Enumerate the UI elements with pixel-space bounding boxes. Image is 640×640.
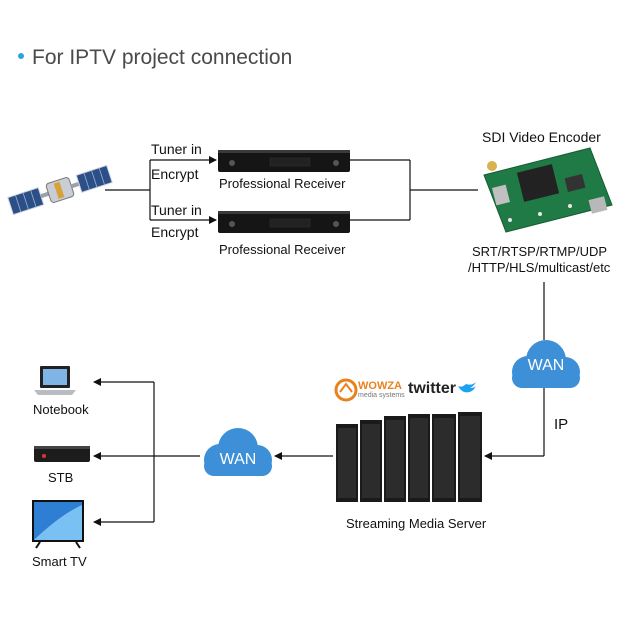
tuner-bottom-line2: Encrypt <box>151 224 199 240</box>
encoder-board-icon <box>483 147 613 233</box>
wan-cloud-left <box>204 428 272 476</box>
encoder-label: SDI Video Encoder <box>482 129 601 145</box>
receiver-top-label: Professional Receiver <box>219 176 346 191</box>
notebook-icon <box>34 366 76 395</box>
tuner-top-line2: Encrypt <box>151 166 199 182</box>
wowza-subtext: media systems <box>358 392 405 399</box>
tuner-bottom-line1: Tuner in <box>151 202 202 218</box>
server-label: Streaming Media Server <box>346 516 487 531</box>
wowza-text: WOWZA <box>358 380 402 392</box>
receiver-top-icon <box>218 150 350 172</box>
bullet-dot <box>18 53 24 60</box>
receiver-bottom-icon <box>218 211 350 233</box>
server-racks-icon <box>336 412 482 502</box>
page-title: For IPTV project connection <box>18 46 292 70</box>
tuner-top-line1: Tuner in <box>151 141 202 157</box>
stb-label: STB <box>48 470 74 485</box>
twitter-text: twitter <box>408 380 456 397</box>
notebook-label: Notebook <box>33 402 89 417</box>
stb-icon <box>34 446 90 462</box>
smart-tv-icon <box>32 500 84 549</box>
title-text: For IPTV project connection <box>32 46 293 69</box>
protocols-line1: SRT/RTSP/RTMP/UDP <box>472 244 608 259</box>
wan-left-label: WAN <box>219 451 257 468</box>
satellite-icon <box>7 164 113 216</box>
wan-cloud-right <box>512 340 580 388</box>
receiver-bottom-label: Professional Receiver <box>219 242 346 257</box>
twitter-bird-icon <box>458 382 476 393</box>
protocols-line2: /HTTP/HLS/multicast/etc <box>468 260 611 275</box>
wan-right-label: WAN <box>527 357 565 374</box>
smart-tv-label: Smart TV <box>32 554 87 569</box>
wowza-logo <box>334 378 358 402</box>
ip-label: IP <box>554 416 569 433</box>
